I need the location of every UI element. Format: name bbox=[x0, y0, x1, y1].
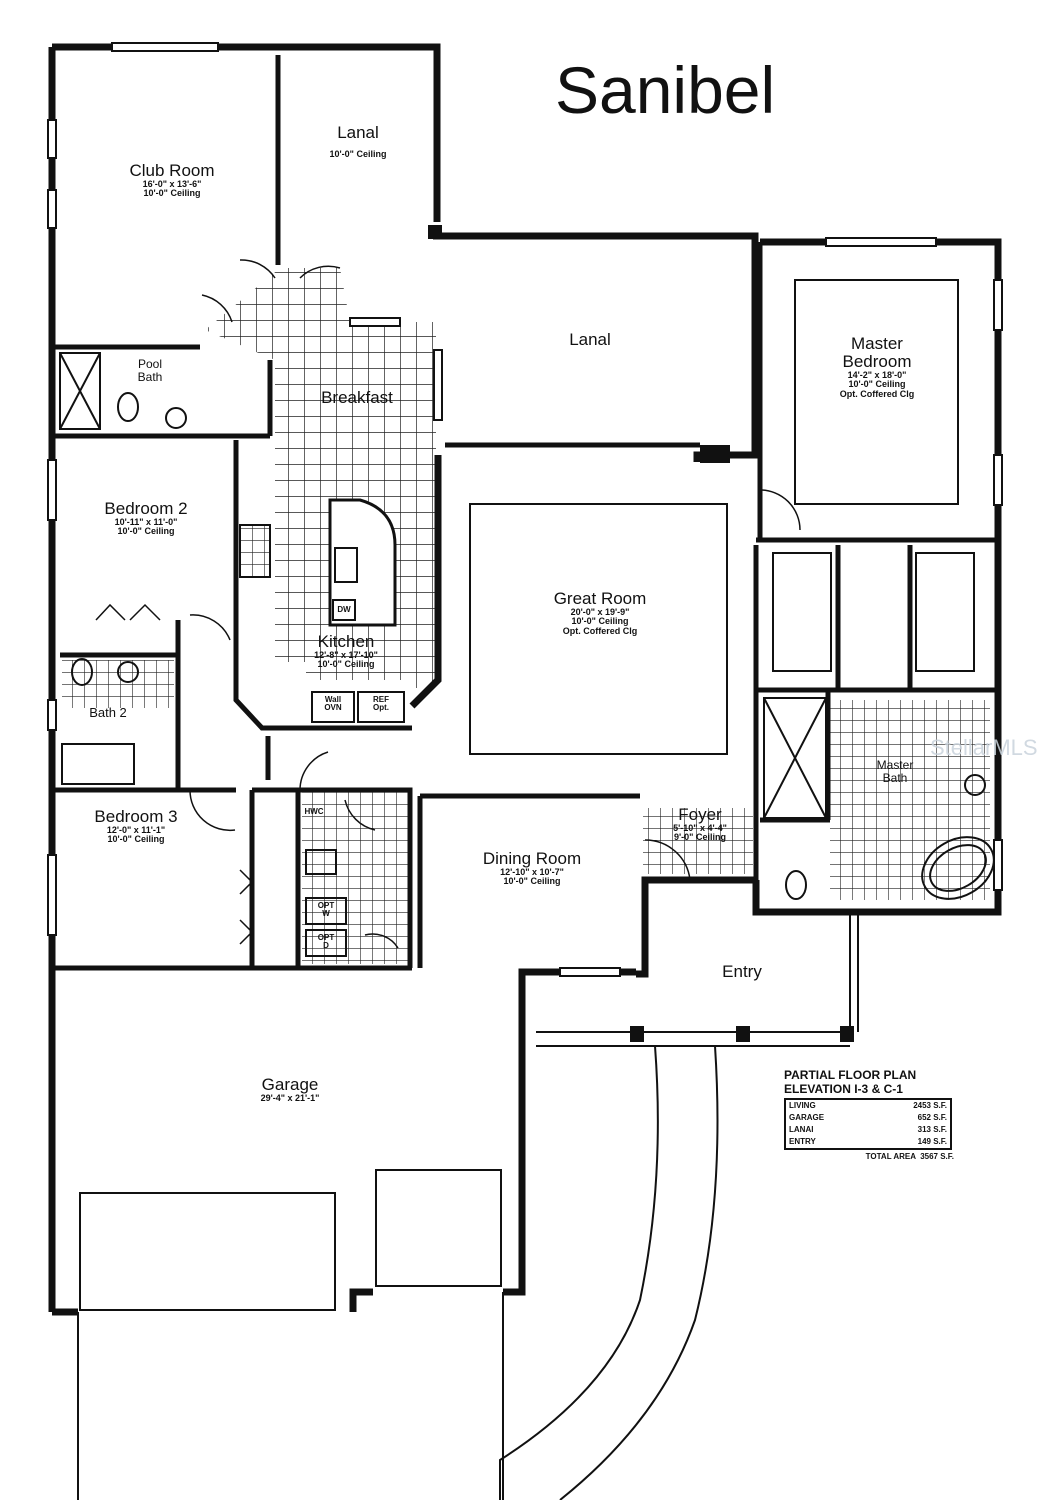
area-value: 2453 S.F. bbox=[913, 1101, 947, 1110]
master-bath-name-2: Bath bbox=[882, 770, 908, 785]
bedroom-2-label: Bedroom 2 10'-11" x 11'-0" 10'-0" Ceilin… bbox=[104, 500, 187, 537]
foyer-dim: 5'-10" x 4'-4" bbox=[673, 822, 727, 833]
bedroom-3-name: Bedroom 3 bbox=[94, 807, 178, 826]
room-details bbox=[59, 279, 995, 1311]
driveway bbox=[77, 1045, 719, 1500]
garage-name: Garage bbox=[261, 1075, 319, 1094]
area-value: 149 S.F. bbox=[917, 1137, 947, 1146]
master-bedroom-name-2: Bedroom bbox=[842, 351, 912, 371]
foyer-ceiling: 9'-0" Ceiling bbox=[674, 832, 726, 843]
door-swings bbox=[95, 259, 801, 949]
lanal-upper-label: Lanal 10'-0" Ceiling bbox=[330, 124, 387, 159]
lanal-upper-ceiling: 10'-0" Ceiling bbox=[329, 148, 387, 159]
dining-room-label: Dining Room 12'-10" x 10'-7" 10'-0" Ceil… bbox=[483, 850, 581, 887]
dishwasher-label: DW bbox=[337, 605, 351, 614]
club-room-ceiling: 10'-0" Ceiling bbox=[143, 188, 201, 199]
pool-bath-label: Pool Bath bbox=[138, 358, 163, 383]
great-room-ceiling: 10'-0" Ceiling bbox=[571, 616, 629, 627]
kitchen-ceiling: 10'-0" Ceiling bbox=[317, 659, 375, 670]
area-value: 652 S.F. bbox=[917, 1113, 947, 1122]
garage-label: Garage 29'-4" x 21'-1" bbox=[261, 1076, 320, 1103]
dining-room-ceiling: 10'-0" Ceiling bbox=[503, 876, 561, 887]
area-table: PARTIAL FLOOR PLAN ELEVATION I-3 & C-1 L… bbox=[784, 1068, 954, 1161]
master-bedroom-ceiling: 10'-0" Ceiling bbox=[848, 379, 906, 390]
windows bbox=[47, 42, 1003, 977]
great-room-dim: 20'-0" x 19'-9" bbox=[570, 606, 630, 617]
master-bedroom-option: Opt. Coffered Clg bbox=[839, 388, 915, 399]
dryer-label: OPT D bbox=[317, 933, 335, 951]
washer-line-1: OPT bbox=[317, 901, 335, 910]
area-table-grid: LIVING 2453 S.F. GARAGE 652 S.F. LANAI 3… bbox=[784, 1098, 952, 1150]
foyer-name: Foyer bbox=[678, 805, 722, 824]
washer-line-2: W bbox=[322, 909, 330, 919]
club-room-dim: 16'-0" x 13'-6" bbox=[142, 178, 202, 189]
master-bath-label: Master Bath bbox=[877, 759, 914, 784]
area-value: 313 S.F. bbox=[917, 1125, 947, 1134]
master-bath-name-1: Master bbox=[876, 758, 914, 772]
table-row: GARAGE 652 S.F. bbox=[785, 1112, 951, 1124]
columns bbox=[428, 225, 854, 1042]
bath-2-name: Bath 2 bbox=[89, 705, 127, 720]
lanal-main-name: Lanal bbox=[569, 330, 611, 349]
plan-title: Sanibel bbox=[555, 53, 776, 127]
area-label: LIVING bbox=[789, 1101, 816, 1110]
table-row: ENTRY 149 S.F. bbox=[785, 1136, 951, 1149]
club-room-name: Club Room bbox=[129, 161, 215, 180]
master-bedroom-dim: 14'-2" x 18'-0" bbox=[847, 369, 907, 380]
lanal-main-label: Lanal bbox=[569, 331, 611, 349]
area-label: ENTRY bbox=[789, 1137, 816, 1146]
entry-name: Entry bbox=[722, 962, 762, 981]
master-bedroom-label: Master Bedroom 14'-2" x 18'-0" 10'-0" Ce… bbox=[840, 335, 915, 399]
bedroom-2-ceiling: 10'-0" Ceiling bbox=[117, 526, 175, 537]
garage-dim: 29'-4" x 21'-1" bbox=[260, 1092, 320, 1103]
hwc-label: HWC bbox=[304, 807, 324, 816]
breakfast-label: Breakfast bbox=[321, 389, 393, 407]
bedroom-3-ceiling: 10'-0" Ceiling bbox=[107, 834, 165, 845]
table-row: LANAI 313 S.F. bbox=[785, 1124, 951, 1136]
great-room-name: Great Room bbox=[553, 589, 647, 608]
dining-room-dim: 12'-10" x 10'-7" bbox=[500, 866, 564, 877]
pool-bath-name-2: Bath bbox=[137, 369, 163, 384]
area-table-header-1: PARTIAL FLOOR PLAN bbox=[784, 1068, 917, 1082]
refrigerator-line-2: Opt. bbox=[373, 703, 389, 713]
refrigerator-label: REF Opt. bbox=[373, 695, 389, 713]
area-table-header-2: ELEVATION I-3 & C-1 bbox=[784, 1082, 903, 1096]
wall-oven-line-2: OVN bbox=[324, 703, 342, 713]
lanal-upper-name: Lanal bbox=[337, 123, 379, 142]
entry-label: Entry bbox=[722, 963, 762, 981]
dryer-line-2: D bbox=[323, 941, 329, 951]
bedroom-3-label: Bedroom 3 12'-0" x 11'-1" 10'-0" Ceiling bbox=[94, 808, 177, 845]
great-room-option: Opt. Coffered Clg bbox=[562, 625, 638, 636]
kitchen-label: Kitchen 12'-8" x 17'-10" 10'-0" Ceiling bbox=[314, 633, 378, 670]
dining-room-name: Dining Room bbox=[482, 849, 582, 868]
master-bedroom-name-1: Master bbox=[851, 334, 903, 353]
breakfast-name: Breakfast bbox=[321, 388, 393, 407]
refrigerator-line-1: REF bbox=[373, 695, 389, 704]
foyer-label: Foyer 5'-10" x 4'-4" 9'-0" Ceiling bbox=[673, 806, 727, 843]
bath-2-label: Bath 2 bbox=[89, 706, 127, 720]
kitchen-dim: 12'-8" x 17'-10" bbox=[314, 649, 378, 660]
bedroom-2-name: Bedroom 2 bbox=[104, 499, 188, 518]
dryer-line-1: OPT bbox=[317, 933, 335, 942]
area-total: TOTAL AREA 3567 S.F. bbox=[784, 1152, 954, 1161]
kitchen-name: Kitchen bbox=[317, 632, 375, 651]
area-label: GARAGE bbox=[789, 1113, 825, 1122]
area-label: LANAI bbox=[789, 1125, 814, 1134]
table-row: LIVING 2453 S.F. bbox=[785, 1099, 951, 1112]
washer-label: OPT W bbox=[317, 901, 335, 919]
club-room-label: Club Room 16'-0" x 13'-6" 10'-0" Ceiling bbox=[129, 162, 214, 199]
great-room-label: Great Room 20'-0" x 19'-9" 10'-0" Ceilin… bbox=[554, 590, 647, 636]
wall-oven-label: Wall OVN bbox=[324, 695, 342, 713]
area-total-value: 3567 S.F. bbox=[920, 1152, 954, 1161]
area-total-label: TOTAL AREA bbox=[865, 1152, 916, 1161]
bedroom-3-dim: 12'-0" x 11'-1" bbox=[106, 824, 166, 835]
wall-oven-line-1: Wall bbox=[324, 695, 342, 704]
pool-bath-name-1: Pool bbox=[137, 357, 163, 371]
watermark: StellarMLS bbox=[930, 735, 1038, 760]
bedroom-2-dim: 10'-11" x 11'-0" bbox=[114, 516, 178, 527]
